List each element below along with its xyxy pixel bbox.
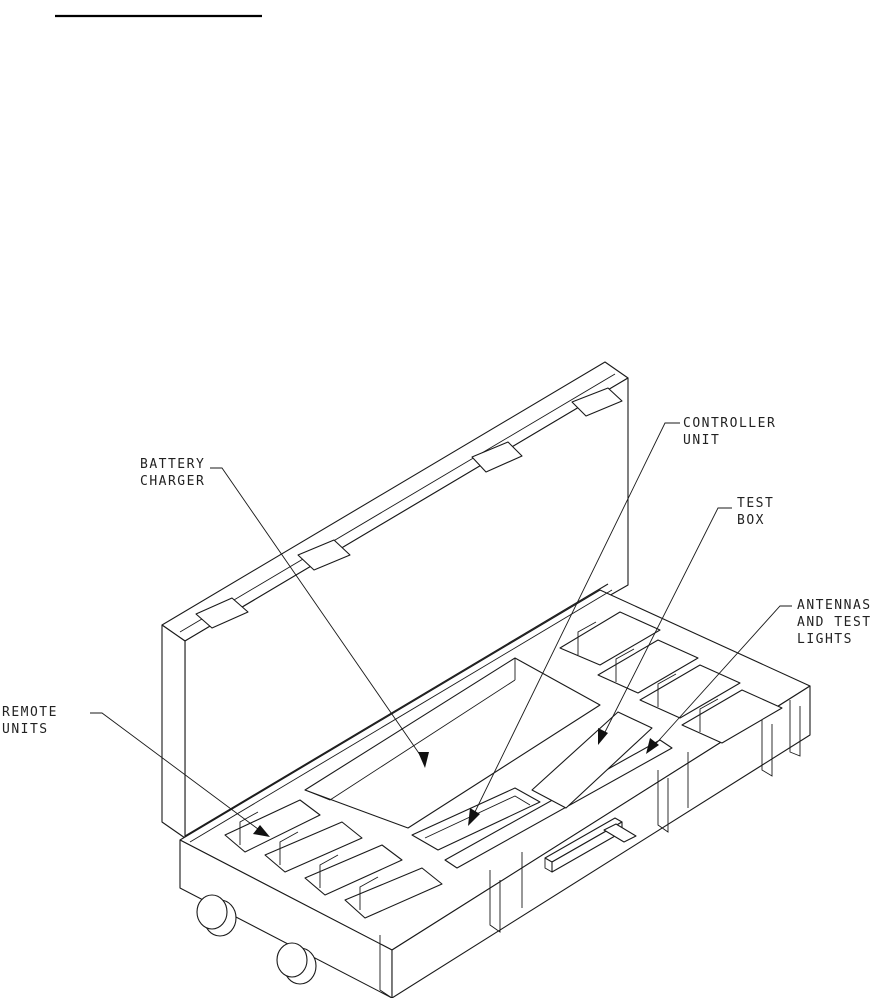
callout-test-box: TEST BOX xyxy=(737,496,774,528)
callout-battery-charger: BATTERY CHARGER xyxy=(140,457,205,489)
callout-battery-charger-line-2: CHARGER xyxy=(140,474,205,489)
callout-controller-unit-line-1: CONTROLLER xyxy=(683,416,776,431)
callout-controller-unit-line-2: UNIT xyxy=(683,433,720,448)
callout-test-box-line-1: TEST xyxy=(737,496,774,511)
callout-remote-units-line-1: REMOTE xyxy=(2,705,58,720)
callout-antennas-line-2: AND TEST xyxy=(797,615,872,630)
callout-antennas-line-3: LIGHTS xyxy=(797,632,853,647)
callout-controller-unit: CONTROLLER UNIT xyxy=(683,416,776,448)
callout-antennas-test-lights: ANTENNAS AND TEST LIGHTS xyxy=(797,598,872,647)
callout-remote-units-line-2: UNITS xyxy=(2,722,49,737)
callout-antennas-line-1: ANTENNAS xyxy=(797,598,872,613)
callout-remote-units: REMOTE UNITS xyxy=(2,705,58,737)
callout-test-box-line-2: BOX xyxy=(737,513,765,528)
callout-battery-charger-line-1: BATTERY xyxy=(140,457,205,472)
